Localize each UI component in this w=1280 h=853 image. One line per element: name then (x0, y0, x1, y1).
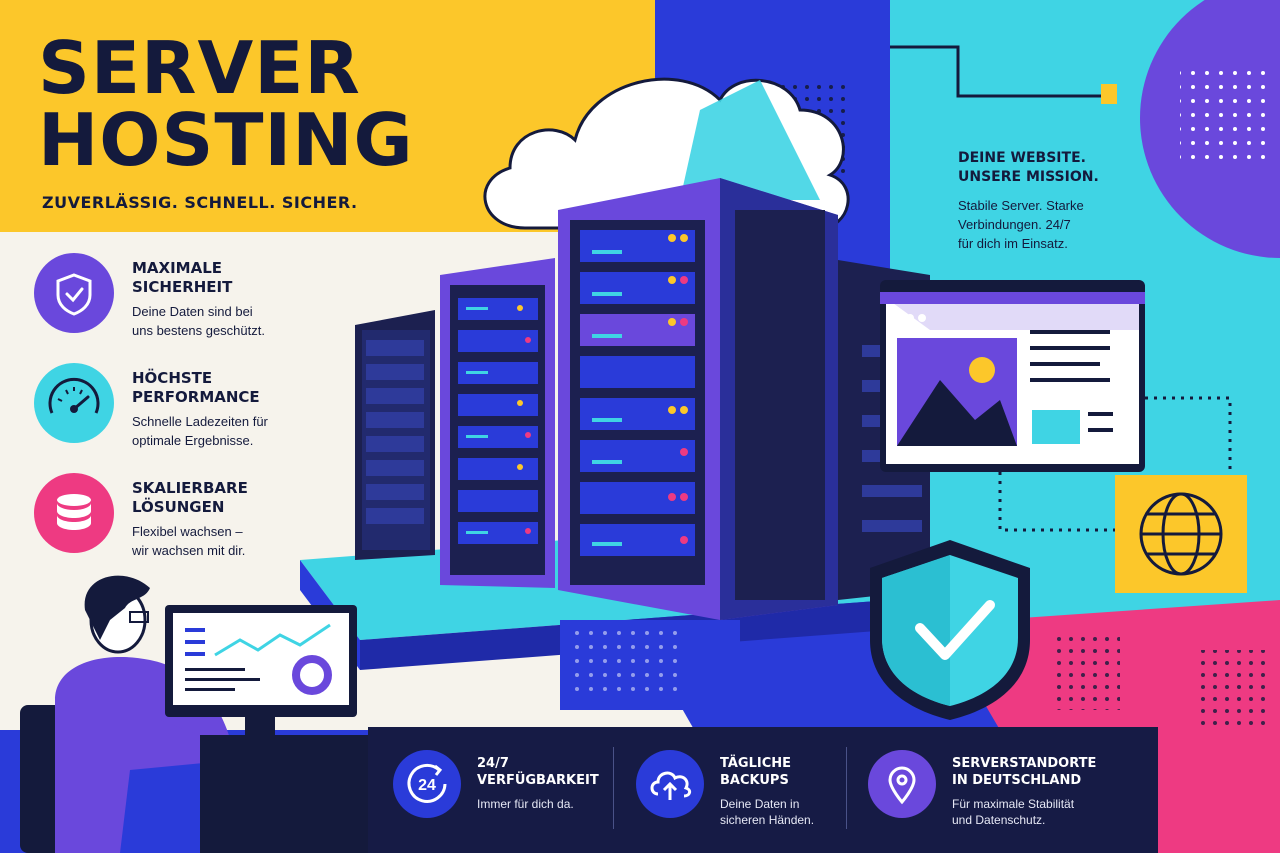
tagline: ZUVERLÄSSIG. SCHNELL. SICHER. (42, 193, 358, 212)
feature-title: SKALIERBARE LÖSUNGEN (132, 479, 248, 516)
cloud-upload-icon (636, 750, 704, 818)
location-pin-icon (868, 750, 936, 818)
feature-performance: HÖCHSTE PERFORMANCE Schnelle Ladezeiten … (34, 363, 334, 448)
divider (846, 747, 847, 829)
title-line-2: HOSTING (38, 98, 414, 182)
mission-text: Stabile Server. Starke Verbindungen. 24/… (958, 198, 1084, 251)
clock-24-icon: 24 (393, 750, 461, 818)
mission-block: DEINE WEBSITE. UNSERE MISSION. Stabile S… (958, 149, 1148, 253)
bottom-item-text: Immer für dich da. (477, 797, 574, 811)
bottom-item-title: TÄGLICHE BACKUPS (720, 756, 792, 788)
bottom-item-location: SERVERSTANDORTE IN DEUTSCHLAND Für maxim… (868, 750, 1108, 830)
feature-text: Flexibel wachsen – wir wachsen mit dir. (132, 524, 246, 558)
feature-text: Schnelle Ladezeiten für optimale Ergebni… (132, 414, 268, 448)
bottom-item-text: Deine Daten in sicheren Händen. (720, 797, 815, 827)
feature-title: MAXIMALE SICHERHEIT (132, 259, 233, 296)
feature-text: Deine Daten sind bei uns bestens geschüt… (132, 304, 265, 338)
speedometer-icon (34, 363, 114, 443)
feature-title: HÖCHSTE PERFORMANCE (132, 369, 260, 406)
bottom-item-text: Für maximale Stabilität und Datenschutz. (952, 797, 1075, 827)
clock-label: 24 (418, 777, 436, 794)
page-title: SERVER HOSTING (38, 32, 414, 176)
feature-security: MAXIMALE SICHERHEIT Deine Daten sind bei… (34, 253, 334, 338)
feature-scalable: SKALIERBARE LÖSUNGEN Flexibel wachsen – … (34, 473, 334, 558)
divider (613, 747, 614, 829)
bottom-item-availability: 24 24/7 VERFÜGBARKEIT Immer für dich da. (393, 750, 633, 830)
shield-check-icon (34, 253, 114, 333)
database-icon (34, 473, 114, 553)
bottom-bar: 24 24/7 VERFÜGBARKEIT Immer für dich da.… (368, 727, 1158, 853)
title-line-1: SERVER (38, 26, 361, 110)
bottom-item-title: SERVERSTANDORTE IN DEUTSCHLAND (952, 756, 1097, 788)
bottom-item-title: 24/7 VERFÜGBARKEIT (477, 756, 599, 788)
bottom-item-backups: TÄGLICHE BACKUPS Deine Daten in sicheren… (636, 750, 876, 830)
mission-title: DEINE WEBSITE. UNSERE MISSION. (958, 150, 1099, 185)
